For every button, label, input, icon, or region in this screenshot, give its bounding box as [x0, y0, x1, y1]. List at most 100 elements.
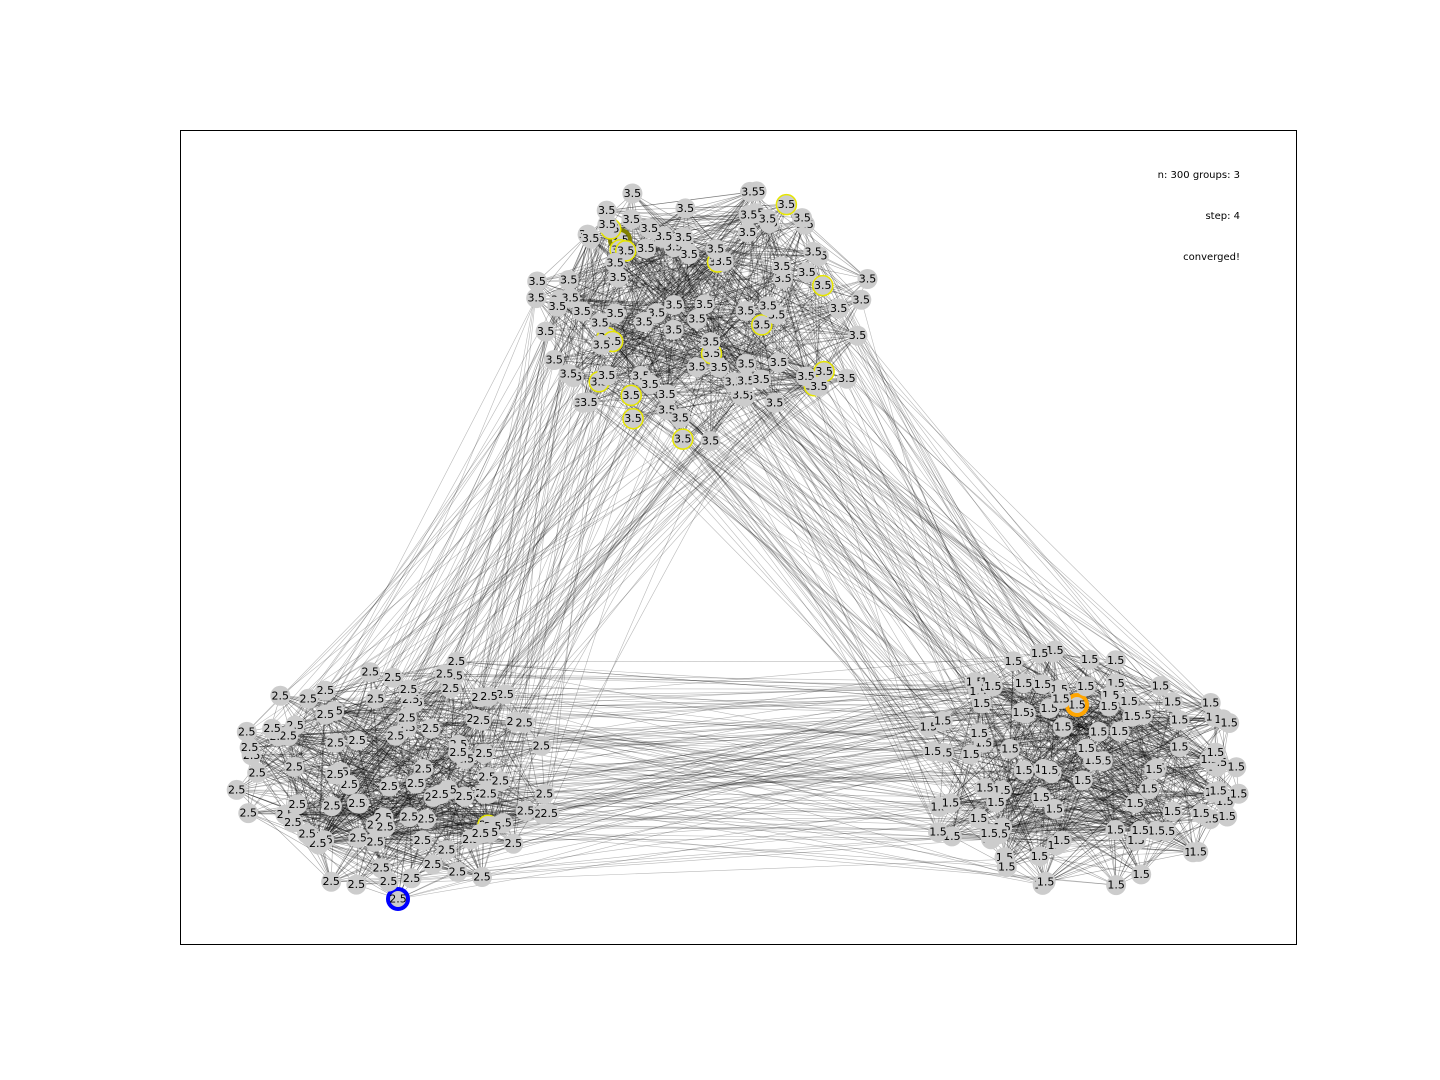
- network-node: 1.5: [1079, 649, 1100, 670]
- network-node: 1.5: [1105, 650, 1126, 671]
- edge: [970, 754, 1225, 802]
- edge: [481, 720, 1042, 798]
- edge: [395, 735, 399, 900]
- edge: [524, 722, 1141, 831]
- edge: [432, 688, 451, 865]
- edge: [782, 278, 1211, 704]
- edge: [249, 329, 674, 748]
- edge: [1004, 769, 1155, 858]
- edge: [1001, 790, 1157, 832]
- network-node: 2.5: [298, 688, 319, 709]
- edge: [632, 193, 1194, 853]
- network-node: 3.5: [597, 214, 618, 235]
- edge: [340, 689, 409, 773]
- edge: [981, 703, 1136, 804]
- network-node: 3.5: [803, 241, 824, 262]
- edge: [685, 247, 698, 368]
- node-label: 3.5: [622, 389, 640, 402]
- edge: [999, 716, 1215, 835]
- edge: [334, 710, 1042, 798]
- edge: [280, 695, 485, 794]
- network-node: 3.5: [672, 428, 694, 450]
- edge: [294, 758, 466, 768]
- edge: [989, 766, 1237, 834]
- edge: [582, 402, 990, 683]
- edge: [481, 402, 775, 721]
- edge: [408, 228, 650, 690]
- edge: [432, 714, 1143, 865]
- edge: [995, 716, 1133, 803]
- edge: [480, 833, 1137, 841]
- node-label: 2.5: [317, 684, 335, 697]
- network-node: 3.5: [596, 365, 617, 386]
- node-label: 1.5: [1032, 791, 1050, 804]
- edge: [465, 706, 1110, 760]
- edge: [1056, 790, 1219, 846]
- edge: [661, 237, 986, 789]
- edge: [782, 278, 807, 377]
- network-node: 3.5: [591, 334, 612, 355]
- edge: [723, 261, 1215, 718]
- network-node: 1.5: [922, 741, 943, 762]
- node-label: 2.5: [350, 831, 368, 844]
- node-label: 2.5: [449, 865, 467, 878]
- node-label: 1.5: [981, 827, 999, 840]
- edge: [1172, 720, 1180, 812]
- edge: [989, 681, 1003, 791]
- network-node: 2.5: [297, 823, 318, 844]
- edge: [942, 720, 979, 819]
- node-label: 1.5: [1228, 761, 1246, 774]
- edge: [1115, 759, 1210, 831]
- edge: [1041, 797, 1173, 812]
- edge: [992, 686, 1180, 748]
- edge: [545, 262, 616, 332]
- edge: [673, 247, 698, 368]
- edge: [682, 438, 951, 804]
- edge: [573, 210, 607, 378]
- edge: [278, 402, 775, 737]
- edge: [747, 232, 997, 803]
- edge: [1002, 759, 1210, 828]
- node-label: 2.5: [517, 804, 535, 817]
- edge: [317, 386, 820, 844]
- node-label: 1.5: [1209, 785, 1227, 798]
- edge: [1009, 748, 1150, 790]
- edge: [745, 285, 824, 365]
- network-node: 2.5: [472, 867, 492, 887]
- network-node: 2.5: [539, 803, 560, 824]
- edge: [663, 236, 868, 280]
- edge: [615, 313, 1116, 831]
- edge: [767, 219, 815, 386]
- node-label: 3.5: [696, 298, 714, 311]
- edge: [423, 697, 481, 770]
- edge: [308, 371, 825, 700]
- edge: [606, 210, 819, 257]
- edge: [598, 218, 768, 383]
- edge: [606, 218, 768, 376]
- edge: [688, 254, 746, 312]
- node-label: 2.5: [480, 690, 498, 703]
- edge: [406, 717, 1157, 832]
- network-node: 3.5: [737, 222, 758, 243]
- edge: [999, 659, 1090, 835]
- edge: [433, 796, 997, 803]
- node-label: 2.5: [228, 783, 246, 796]
- edge: [470, 438, 684, 840]
- edge: [489, 686, 993, 833]
- edge: [411, 796, 465, 879]
- edge: [456, 661, 1230, 724]
- edge: [554, 353, 712, 361]
- edge: [1085, 701, 1130, 749]
- edge: [568, 279, 1064, 728]
- edge: [1001, 790, 1142, 875]
- edge: [740, 378, 847, 396]
- node-label: 2.5: [348, 797, 366, 810]
- network-node: 1.5: [1144, 759, 1165, 780]
- edge: [554, 359, 746, 382]
- node-label: 3.5: [641, 222, 659, 235]
- edge: [769, 223, 939, 833]
- edge: [294, 744, 459, 768]
- edge: [557, 306, 569, 374]
- edge: [489, 714, 1143, 833]
